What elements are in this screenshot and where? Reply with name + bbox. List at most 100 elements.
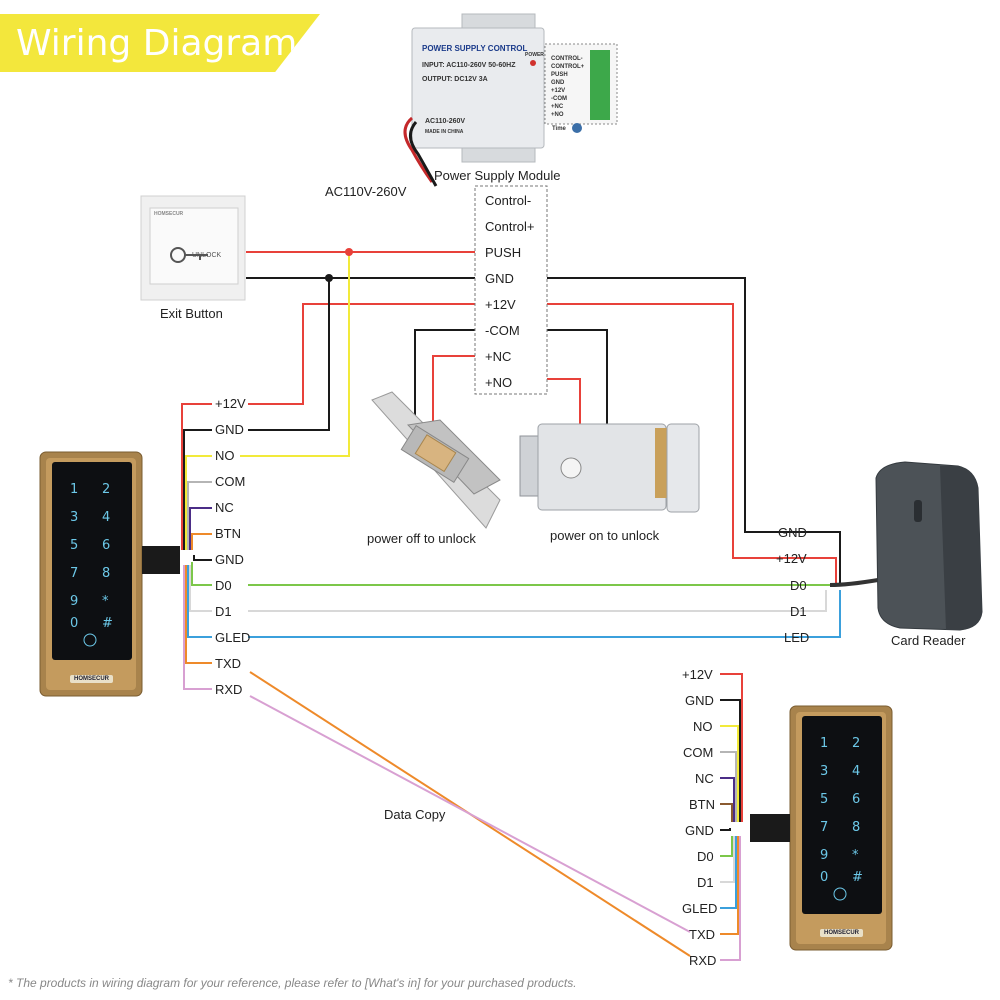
keypad-copy-key: * (852, 848, 859, 863)
psu-ac-label: AC110V-260V (325, 184, 407, 199)
keypad-copy-pin: NO (693, 719, 713, 734)
psu-terminal-label: +12V (485, 297, 516, 312)
copy-harness-pink (720, 836, 741, 961)
keypad-copy-key: 1 (820, 736, 829, 751)
keypad-main-key: 4 (102, 510, 111, 525)
psu-terminal-label: GND (485, 271, 514, 286)
copy-harness-blue (720, 836, 737, 909)
main-harness-black2 (193, 555, 212, 561)
wire-psu-12v-reader (545, 303, 837, 585)
junction-red (345, 248, 353, 256)
keypad-main-key: 7 (70, 566, 79, 581)
keypad-main-key: 8 (102, 566, 111, 581)
lock-off-caption: power off to unlock (367, 531, 476, 546)
keypad-copy-pin: COM (683, 745, 714, 760)
psu-mini-terminal: -COM (551, 96, 567, 102)
keypad-main-key: 2 (102, 482, 111, 497)
copy-harness-white (720, 836, 735, 883)
keypad-main-pin: GND (215, 552, 244, 567)
psu-terminal-label: -COM (485, 323, 520, 338)
keypad-copy-key: 0 (820, 870, 829, 885)
psu-terminal-box (474, 185, 548, 395)
wire-no-lock (545, 378, 581, 430)
psu-terminal-label: +NO (485, 375, 513, 390)
junction-black (325, 274, 333, 282)
copy-harness-red (720, 673, 743, 822)
keypad-main-pin: GLED (215, 630, 251, 645)
wire-psu-gnd-reader (545, 277, 841, 585)
psu-label-title: POWER SUPPLY CONTROL (422, 44, 528, 53)
keypad-copy-key: 5 (820, 792, 829, 807)
keypad-main-key: 6 (102, 538, 111, 553)
psu-label-output: OUTPUT: DC12V 3A (422, 76, 488, 83)
keypad-main-key: 9 (70, 594, 79, 609)
main-harness-orange (191, 533, 212, 550)
main-harness-yellow (185, 455, 212, 550)
keypad-main-device (39, 451, 180, 697)
keypad-copy-pin: D0 (697, 849, 714, 864)
psu-mini-terminal: CONTROL- (551, 56, 583, 62)
psu-mini-terminal: +NC (551, 104, 564, 110)
keypad-copy-pin: RXD (689, 953, 717, 968)
wire-keypad-no (240, 252, 350, 457)
keypad-copy-pin: NC (695, 771, 714, 786)
keypad-main-key: 5 (70, 538, 79, 553)
psu-mini-terminal: CONTROL+ (551, 64, 585, 70)
psu-mini-terminal: +NO (551, 112, 564, 118)
keypad-copy-pin: +12V (682, 667, 713, 682)
psu-mini-terminal: PUSH (551, 72, 568, 78)
card-reader-pin: +12V (776, 551, 807, 566)
exit-button-face-text: UNLOCK (192, 252, 222, 259)
keypad-copy-nfc-icon (833, 887, 847, 901)
keypad-copy-pin: GND (685, 693, 714, 708)
main-harness-orange2 (185, 565, 212, 664)
wire-led (248, 590, 841, 638)
main-harness-pink (183, 565, 212, 690)
keypad-main-pin: D0 (215, 578, 232, 593)
copy-harness-green (720, 836, 733, 857)
keypad-main-pin: BTN (215, 526, 241, 541)
keypad-main-pin: COM (215, 474, 246, 489)
copy-harness-black2 (720, 828, 731, 831)
copy-harness-brown (720, 803, 733, 822)
keypad-main-key: 1 (70, 482, 79, 497)
wire-nc-lock (432, 355, 480, 430)
keypad-copy-pin: GND (685, 823, 714, 838)
psu-mini-terminal: +12V (551, 88, 566, 94)
lock-cylinder (560, 457, 582, 479)
keypad-copy-key: 2 (852, 736, 861, 751)
copy-harness-purple (720, 777, 735, 822)
keypad-copy-key: 7 (820, 820, 829, 835)
wire-d1 (248, 590, 827, 612)
copy-harness-gray (720, 751, 737, 822)
keypad-main-key: 0 (70, 616, 79, 631)
wire-rxd-cross (249, 695, 691, 933)
psu-terminal-label: Control- (485, 193, 532, 208)
psu-terminal-label: PUSH (485, 245, 522, 260)
wires (181, 248, 879, 961)
psu-label-made: MADE IN CHINA (425, 129, 464, 135)
keypad-copy-pin: GLED (682, 901, 718, 916)
main-harness-green (191, 562, 212, 586)
page-title: Wiring Diagram (16, 23, 298, 64)
wire-keypad-gnd (248, 278, 330, 431)
card-reader-caption: Card Reader (891, 633, 966, 648)
data-copy-label: Data Copy (384, 807, 446, 822)
psu-caption: Power Supply Module (434, 168, 561, 183)
keypad-main-brand: HOMSECUR (70, 675, 114, 683)
card-reader-device (875, 461, 983, 631)
psu-label-power: POWER (525, 52, 544, 58)
keypad-main-nfc-icon (83, 633, 97, 647)
keypad-main-key: 3 (70, 510, 79, 525)
keypad-copy-pin: BTN (689, 797, 715, 812)
keypad-copy-key: 9 (820, 848, 829, 863)
keypad-main-pin: GND (215, 422, 244, 437)
keypad-copy-pin: D1 (697, 875, 714, 890)
title-banner: Wiring Diagram (0, 14, 320, 72)
keypad-copy-key: 3 (820, 764, 829, 779)
main-harness-white (189, 565, 212, 612)
main-harness-red (181, 403, 212, 550)
card-reader-pin: D1 (790, 604, 807, 619)
psu-terminal-label: Control+ (485, 219, 535, 234)
main-harness-gray (187, 481, 212, 550)
